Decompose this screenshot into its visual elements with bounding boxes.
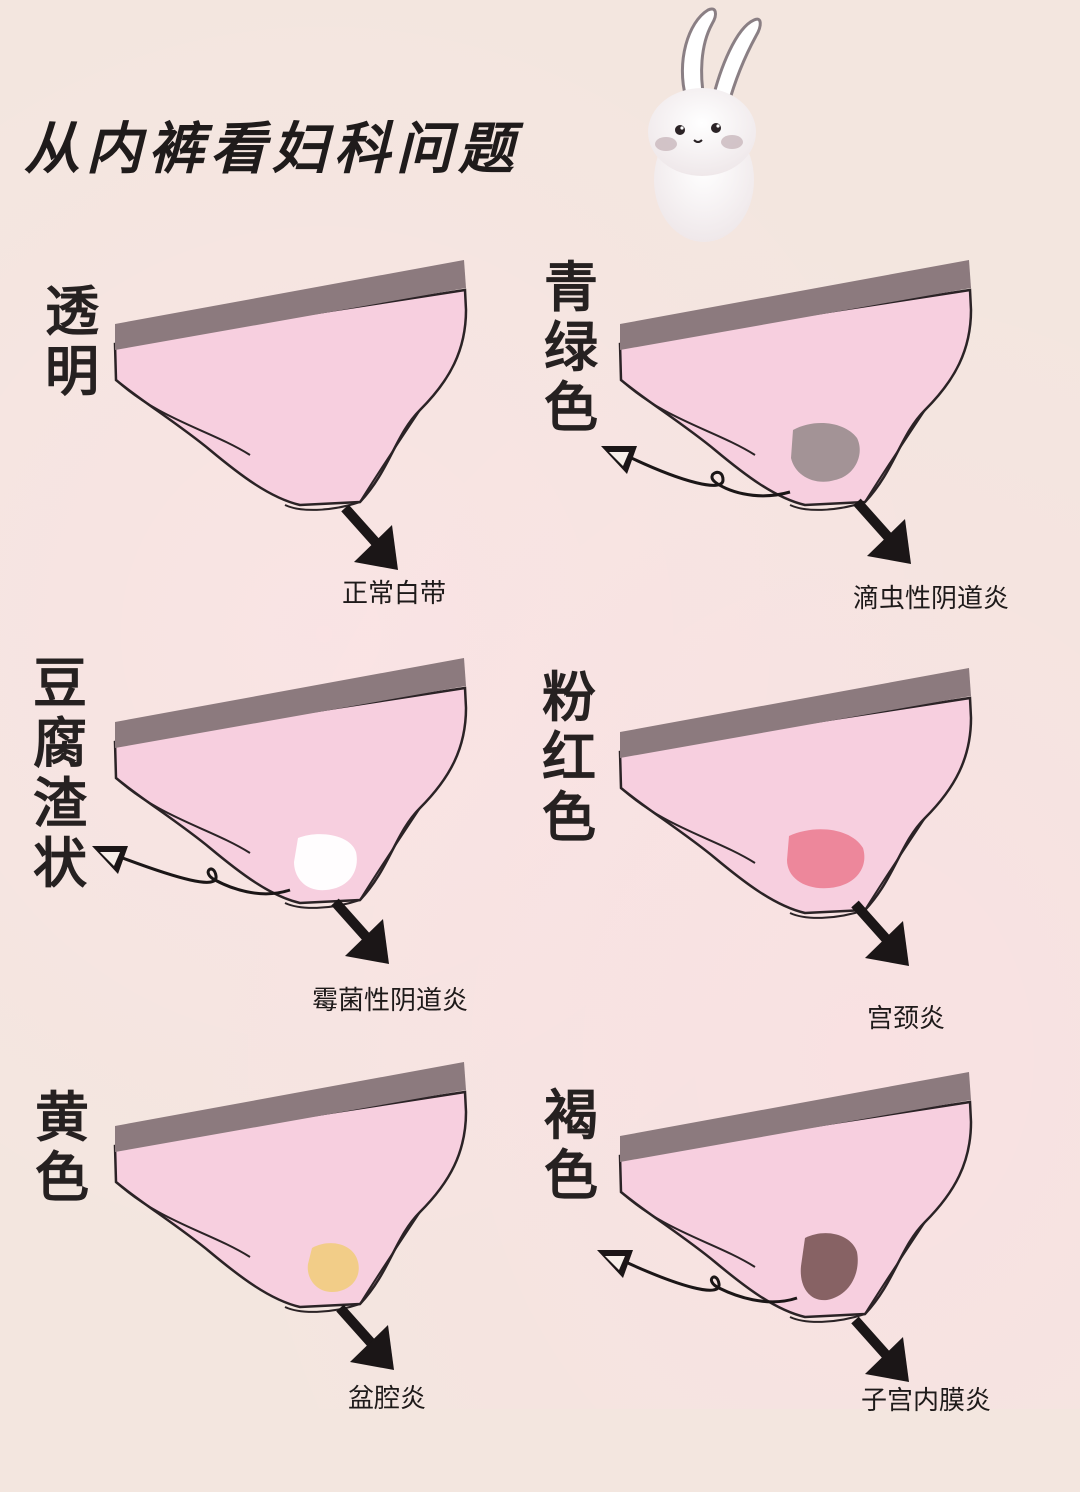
item-transparent: 透 明 正常白带 [0,240,540,680]
stain [787,829,865,889]
underwear-illustration [113,260,468,570]
item-caption: 滴虫性阴道炎 [853,584,1010,614]
arrow-down-icon [851,900,909,966]
waistband [115,1062,466,1152]
item-label: 青 绿 色 [544,256,598,439]
underwear-illustration [597,1072,973,1382]
curly-arrow-icon [601,446,791,498]
arrow-down-icon [341,504,398,570]
waistband [620,260,971,350]
stain [791,423,860,482]
item-green: 青 绿 色 滴虫性阴道炎 [505,240,1045,680]
stain [294,834,357,891]
curly-arrow-icon [92,846,291,896]
page-title: 从内裤看妇科问题 [24,117,520,182]
arrow-down-icon [331,898,389,964]
item-caption: 盆腔炎 [348,1384,427,1414]
item-label: 褐 色 [544,1084,598,1207]
item-pink: 粉 红 色 宫颈炎 [505,648,1045,1088]
curly-arrow-icon [597,1250,798,1304]
arrow-down-icon [336,1304,394,1370]
item-label: 透 明 [45,280,99,403]
item-caption: 正常白带 [342,579,447,609]
arrow-down-icon [853,498,911,564]
item-caption: 霉菌性阴道炎 [312,986,469,1016]
waistband [115,260,466,350]
item-caption: 宫颈炎 [867,1004,946,1034]
underwear-illustration [92,658,468,964]
item-label: 豆 腐 渣 状 [33,652,87,895]
item-label: 黄 色 [35,1086,89,1209]
item-yellow: 黄 色 盆腔炎 [0,1052,540,1492]
arrow-down-icon [851,1316,909,1382]
underwear-illustration [113,1062,468,1370]
item-label: 粉 红 色 [542,666,596,849]
underwear-illustration [618,668,973,966]
item-curd: 豆 腐 渣 状 霉菌性阴道炎 [0,648,540,1088]
stain [307,1243,359,1292]
item-brown: 褐 色 子宫内膜炎 [505,1052,1045,1492]
rabbit-illustration [648,7,762,242]
underwear-illustration [601,260,973,564]
item-caption: 子宫内膜炎 [861,1386,992,1416]
stain [800,1233,858,1301]
waistband [620,668,971,758]
waistband [115,658,466,748]
waistband [620,1072,971,1162]
